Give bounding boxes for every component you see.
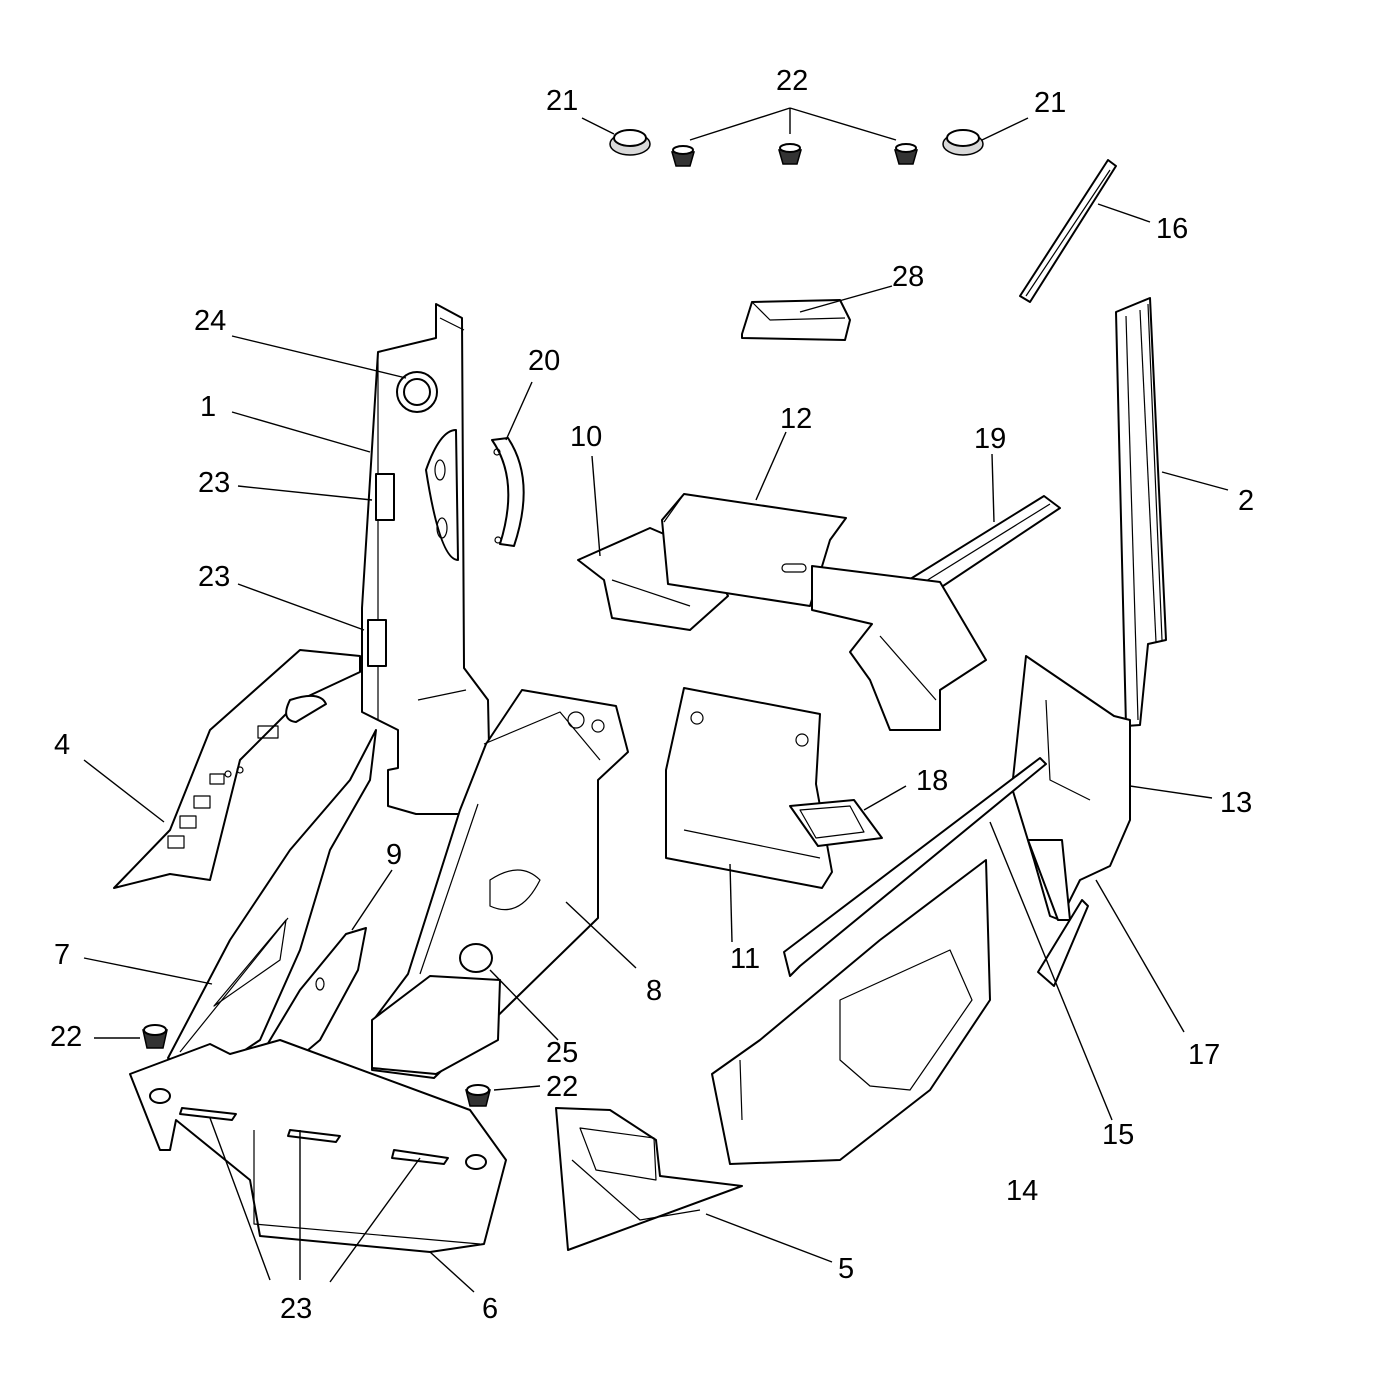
label-23-middle: 23 — [198, 561, 230, 593]
part-8-console — [371, 689, 629, 1079]
part-14-door-panel — [711, 859, 991, 1165]
label-28: 28 — [892, 261, 924, 293]
label-22-left: 22 — [50, 1021, 82, 1053]
label-22-mid: 22 — [546, 1071, 578, 1103]
part-2-rails — [1115, 297, 1167, 727]
label-11: 11 — [730, 943, 760, 975]
part-20-bracket — [491, 437, 525, 547]
label-4: 4 — [54, 729, 70, 761]
label-16: 16 — [1156, 213, 1188, 245]
label-6: 6 — [482, 1293, 498, 1325]
label-25: 25 — [546, 1037, 578, 1069]
label-23-lower: 23 — [280, 1293, 312, 1325]
part-19-rail — [811, 495, 1061, 731]
part-22-clip-3 — [894, 143, 918, 165]
label-9: 9 — [386, 839, 402, 871]
label-14: 14 — [1006, 1175, 1038, 1207]
part-28-block — [741, 299, 851, 341]
label-13: 13 — [1220, 787, 1252, 819]
part-21-cap-left — [609, 129, 651, 156]
label-21-right: 21 — [1034, 87, 1066, 119]
label-23-upper: 23 — [198, 467, 230, 499]
part-12-lid — [661, 493, 847, 607]
label-19: 19 — [974, 423, 1006, 455]
label-15: 15 — [1102, 1119, 1134, 1151]
part-16-strip — [1019, 159, 1117, 303]
part-5-tray — [555, 1107, 743, 1251]
part-22-clip-1 — [671, 145, 695, 167]
label-22-top: 22 — [776, 65, 808, 97]
part-6-tray — [129, 1039, 507, 1253]
label-7: 7 — [54, 939, 70, 971]
label-20: 20 — [528, 345, 560, 377]
part-15-strip — [783, 757, 1089, 987]
part-13-panel — [1011, 655, 1131, 921]
part-22-clip-5 — [465, 1084, 491, 1107]
label-21-left: 21 — [546, 85, 578, 117]
label-17: 17 — [1188, 1039, 1220, 1071]
part-11-bin — [665, 687, 833, 889]
leader-lines — [83, 107, 1229, 1293]
label-12: 12 — [780, 403, 812, 435]
label-5: 5 — [838, 1253, 854, 1285]
part-1-pillar — [361, 303, 491, 815]
label-10: 10 — [570, 421, 602, 453]
label-24: 24 — [194, 305, 226, 337]
part-22-clip-4 — [142, 1024, 168, 1049]
part-18-clip — [789, 799, 883, 847]
label-8: 8 — [646, 975, 662, 1007]
part-22-clip-2 — [778, 143, 802, 165]
part-21-cap-right — [942, 129, 984, 156]
part-number-labels: 21 22 21 16 28 24 20 1 10 12 19 23 2 23 … — [50, 65, 1254, 1325]
label-18: 18 — [916, 765, 948, 797]
label-2: 2 — [1238, 485, 1254, 517]
part-4-panel — [113, 649, 361, 889]
label-1: 1 — [200, 391, 216, 423]
